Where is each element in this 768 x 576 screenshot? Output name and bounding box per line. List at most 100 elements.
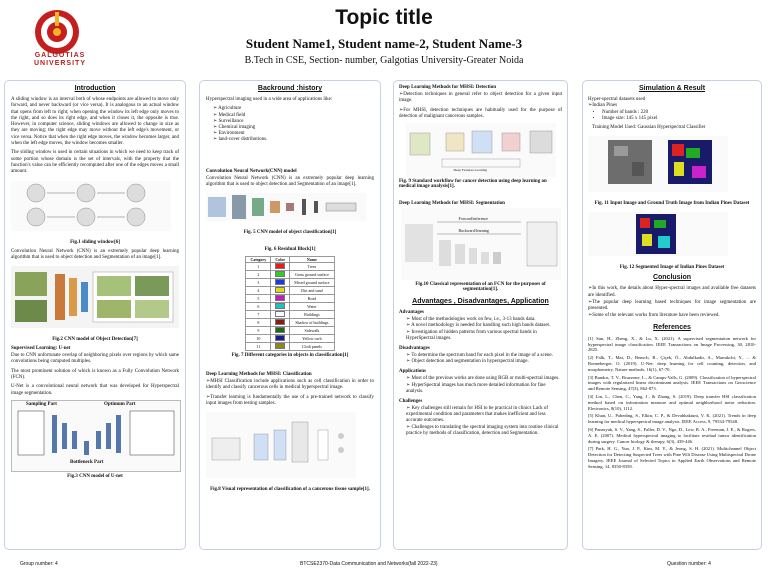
application-item: ➢ land-cover distributions. bbox=[213, 137, 268, 143]
advantages-list: ➢ Most of the methodologies work on few,… bbox=[399, 317, 562, 342]
fig9-inner-label: Deep Features Learning bbox=[453, 168, 488, 173]
references-heading: References bbox=[653, 323, 691, 331]
university-logo bbox=[35, 10, 79, 54]
reference-item: [3] Bandos, T. V., Bruzzone, L., & Camps… bbox=[588, 374, 756, 392]
advantage-item: ➢ Investigation of hidden patterns from … bbox=[406, 329, 537, 341]
conclusion-item-2: ➢The popular deep learning based techniq… bbox=[588, 299, 756, 312]
application-item: ➢ Medical field bbox=[213, 112, 246, 118]
indian-pines-input-figure bbox=[588, 136, 728, 193]
reference-item: [4] Lin, L., Chen, C., Yang, J., & Zhang… bbox=[588, 393, 756, 411]
applications-intro: Hyperspectral imaging used in a wide are… bbox=[206, 97, 333, 102]
classification-bullet-2: ➢Transfer learning is fundamentally the … bbox=[206, 394, 374, 406]
applications-detail-list: ➢ Most of the previous works are done us… bbox=[399, 376, 562, 395]
disadvantage-item: ➢ Object detection and segmentation in h… bbox=[406, 359, 529, 365]
unet-optimum-label: Optimum Part bbox=[104, 401, 136, 407]
color-swatch bbox=[275, 311, 286, 318]
indian-pines-line: ➢Indian Pines bbox=[588, 103, 618, 109]
fig3-caption: Fig.3 CNN model of U-net bbox=[67, 473, 123, 479]
unet-paragraph-3: U-Net is a convolutional neural network … bbox=[11, 384, 179, 396]
background-column: Backround :history Hyperspectral imaging… bbox=[199, 80, 381, 550]
intro-paragraph-2: The sliding window is used in certain si… bbox=[11, 150, 179, 175]
application-detail-item: ➢ Most of the previous works are done us… bbox=[406, 376, 560, 382]
color-swatch bbox=[275, 271, 286, 278]
classification-figure bbox=[206, 412, 356, 479]
color-swatch bbox=[275, 327, 286, 334]
challenge-item: ➢ Key challenges still remain for HSI to… bbox=[406, 406, 549, 424]
author-names: Student Name1, Student name-2, Student N… bbox=[245, 36, 523, 51]
poster-title: Topic title bbox=[335, 6, 433, 29]
cnn-model-paragraph: Convolution Neural Network (CNN) is an e… bbox=[206, 175, 374, 187]
detection-workflow-figure: Deep Features Learning bbox=[405, 123, 556, 178]
background-heading: Backround :history bbox=[257, 85, 323, 92]
application-detail-item: ➢ HyperSpectral images has much more det… bbox=[406, 382, 546, 394]
group-number: Group number: 4 bbox=[20, 561, 58, 567]
cnn-model-subheading: Convolution Neural Network(CNN) model bbox=[206, 168, 297, 174]
challenges-list: ➢ Key challenges still remain for HSI to… bbox=[399, 406, 562, 437]
simulation-heading: Simulation & Result bbox=[638, 85, 706, 92]
affiliation: B.Tech in CSE, Section- number, Galgotia… bbox=[244, 55, 524, 66]
poster-footer: Group number: 4 BTCSE2370-Data Communica… bbox=[0, 557, 768, 573]
results-column: Simulation & Result Hyper-spectral datas… bbox=[582, 80, 762, 550]
training-model-line: Training Model Used: Gaussian Hyperspect… bbox=[592, 125, 706, 130]
color-swatch bbox=[275, 343, 286, 350]
reference-item: [6] Panasyuk, S. V., Yang, S., Faller, D… bbox=[588, 426, 756, 444]
color-swatch bbox=[275, 263, 286, 270]
advantage-item: ➢ Most of the methodologies work on few,… bbox=[406, 317, 536, 323]
cnn-classification-figure bbox=[206, 193, 366, 222]
advantages-title: Advantages bbox=[399, 310, 425, 316]
fig5-caption: Fig. 5 CNN model of object classificatio… bbox=[243, 230, 337, 236]
disadvantage-item: ➢ To determine the spectrum band for eac… bbox=[406, 353, 553, 358]
reference-item: [2] Falk, T., Mai, D., Bensch, R., Çiçek… bbox=[588, 355, 756, 372]
fig2-caption: Fig.2 CNN model of Object Detection[7] bbox=[52, 337, 138, 343]
unet-paragraph-2: The most prominent solution of which is … bbox=[11, 368, 179, 381]
logo-text: GALGOTIAS UNIVERSITY bbox=[33, 52, 86, 67]
fig9-caption: Fig. 9 Standard workflow for cancer dete… bbox=[399, 179, 547, 190]
introduction-column: Introduction A sliding window is an inte… bbox=[4, 80, 186, 550]
advantages-heading: Advantages , Disadvantages, Application bbox=[412, 298, 549, 306]
fig8-caption: Fig.8 Visual representation of classific… bbox=[210, 487, 370, 493]
detection-bullet-1: ➢Detection techniques in general refer t… bbox=[399, 92, 562, 104]
conclusion-item-1: ➢In this work, the details about Hyper-s… bbox=[588, 286, 756, 298]
advantage-item: ➢ A novel methodology is needed for hand… bbox=[406, 323, 551, 329]
challenge-item: ➢ Challenges to translating the spectral… bbox=[406, 424, 559, 436]
color-swatch bbox=[275, 279, 286, 286]
classification-subheading: Deep Learning Methods for MHSI: Classifi… bbox=[206, 372, 312, 378]
poster-header: GALGOTIAS UNIVERSITY Topic title Student… bbox=[0, 0, 768, 76]
unet-figure: Sampling Part Optimum Part Bottleneck Pa… bbox=[11, 399, 181, 472]
fig10-caption: Fig.10 Classical representation of an FC… bbox=[415, 282, 546, 293]
unet-subheading: Supervised Learning: U-net bbox=[11, 346, 71, 352]
application-item: ➢ Environment bbox=[213, 131, 245, 137]
classification-bullet-1: ➢MHSI Classification include application… bbox=[206, 379, 374, 391]
color-swatch bbox=[275, 335, 286, 342]
reference-item: [1] Sun, H., Zheng, X., & Lu, X. (2021).… bbox=[588, 335, 756, 353]
color-swatch bbox=[275, 295, 286, 302]
introduction-heading: Introduction bbox=[74, 85, 116, 92]
application-item: ➢ Surveillance bbox=[213, 118, 244, 124]
backward-label: Backward/learning bbox=[458, 228, 489, 234]
application-item: ➢ Chemical imaging bbox=[213, 124, 256, 130]
conclusion-item-3: ➢Some of the relevant works from literat… bbox=[588, 313, 720, 319]
segmented-image-figure bbox=[588, 212, 728, 257]
unet-bottleneck-label: Bottleneck Part bbox=[70, 459, 104, 465]
dataset-spec-item: Image size: 145 x 145 pixel bbox=[602, 116, 756, 122]
question-number: Question number: 4 bbox=[667, 561, 711, 567]
application-item: ➢ Agriculture bbox=[213, 106, 242, 112]
fig11-caption: Fig. 11 Input Image and Ground Truth Ima… bbox=[594, 201, 750, 207]
fig6-caption: Fig. 6 Residual Block[1] bbox=[264, 247, 316, 253]
dataset-specs-list: Number of bands : 220 Image size: 145 x … bbox=[588, 110, 756, 122]
color-swatch bbox=[275, 319, 286, 326]
course-name: BTCSE2370-Data Communication and Network… bbox=[300, 561, 438, 567]
detection-bullet-2: ➢For MHSI, detection techniques are habi… bbox=[399, 107, 562, 119]
applications-list: ➢ Agriculture ➢ Medical field ➢ Surveill… bbox=[206, 106, 374, 143]
color-swatch bbox=[275, 303, 286, 310]
fig12-caption: Fig. 12 Segmented Image of Indian Pines … bbox=[619, 265, 725, 271]
